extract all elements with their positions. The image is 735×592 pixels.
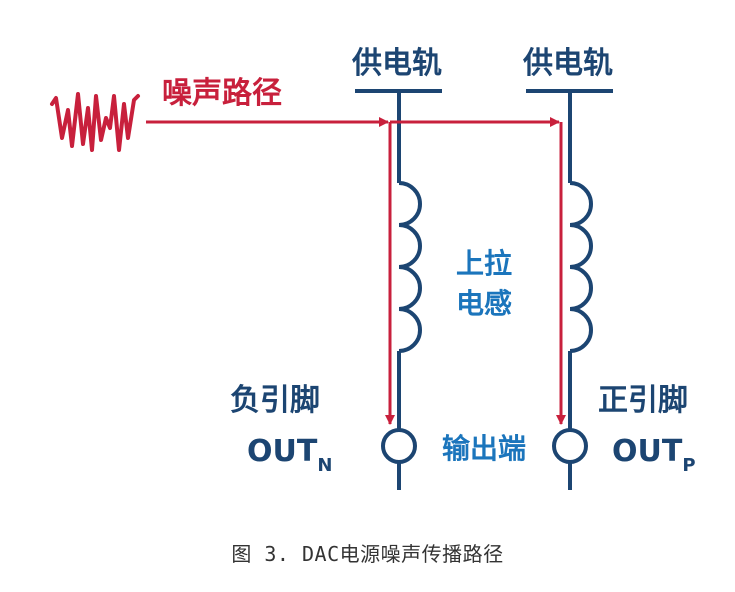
inductor-label-line2: 电感 — [456, 287, 512, 320]
out-p-label: OUTP — [612, 434, 696, 476]
out-n-terminal — [381, 428, 417, 464]
pos-pin-label: 正引脚 — [598, 383, 688, 418]
out-p-subscript: P — [682, 455, 695, 476]
left-branch — [381, 91, 422, 490]
output-label: 输出端 — [442, 432, 526, 465]
figure-caption: 图 3. DAC电源噪声传播路径 — [231, 542, 504, 566]
neg-pin-label: 负引脚 — [230, 383, 320, 418]
left-inductor — [398, 181, 422, 353]
right-branch — [552, 91, 593, 490]
noise-path — [146, 117, 566, 425]
rail-left-label: 供电轨 — [351, 46, 442, 81]
out-n-subscript: N — [317, 455, 332, 476]
right-inductor — [569, 181, 593, 353]
inductor-label-line1: 上拉 — [456, 247, 512, 280]
noise-path-label: 噪声路径 — [162, 76, 282, 111]
out-n-label: OUTN — [247, 434, 332, 476]
out-p-terminal — [552, 428, 588, 464]
noise-waveform-icon — [50, 92, 140, 152]
rail-right-label: 供电轨 — [522, 46, 613, 81]
